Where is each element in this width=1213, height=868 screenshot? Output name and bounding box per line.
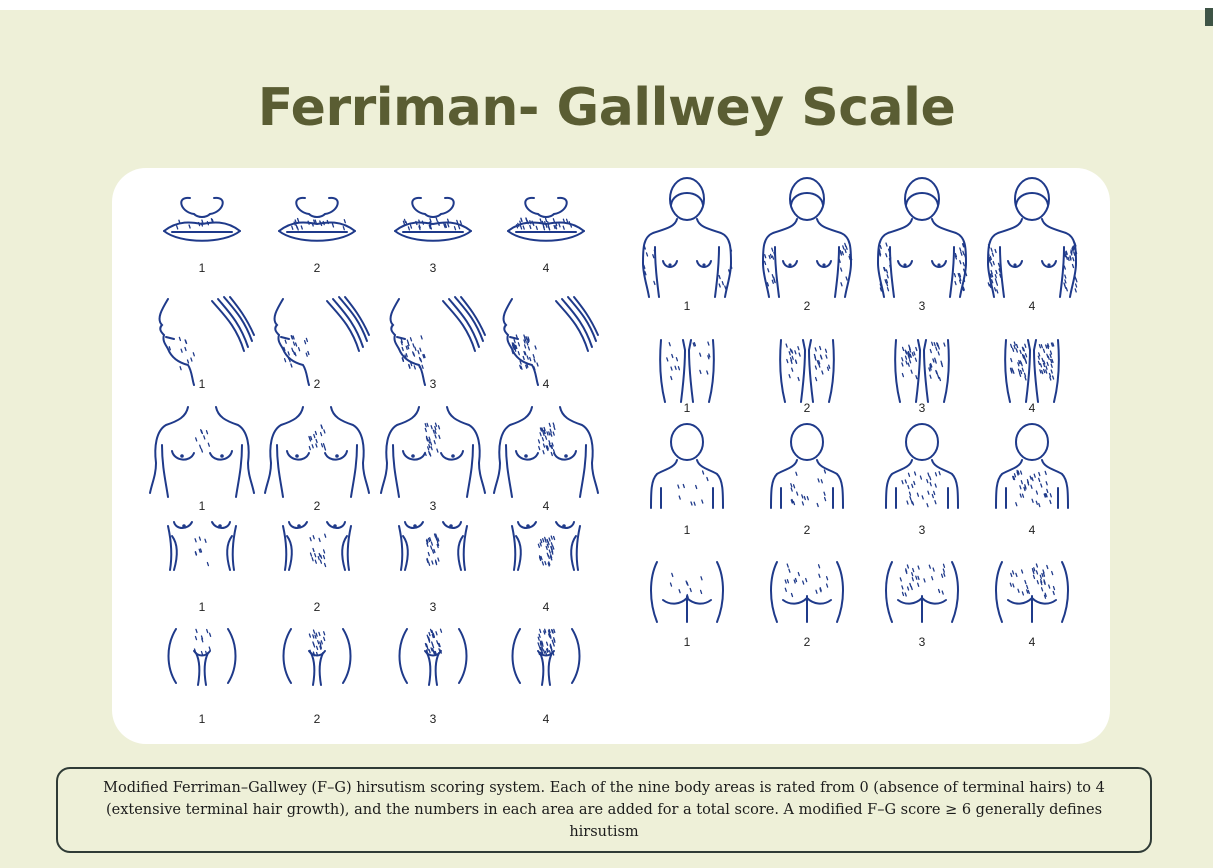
right-lower-back-figure [651,562,723,622]
right-thighs-figure [895,340,949,402]
left-chest-figure [494,407,598,497]
left-lower-abdomen-figure [513,629,580,685]
left-chin-score-label: 3 [430,377,437,391]
left-upper-abdomen-score-label: 1 [199,600,206,614]
left-upper-lip-score-label: 3 [430,261,437,275]
left-upper-abdomen-figure [512,522,580,570]
left-upper-abdomen-figure [283,522,351,570]
left-upper-lip-score-label: 4 [543,261,550,275]
right-thighs-figure [780,340,834,402]
right-upper-arms-score-label: 4 [1029,299,1036,313]
right-upper-arms-score-label: 2 [804,299,811,313]
left-chin-figure [275,297,369,385]
left-upper-abdomen-score-label: 2 [314,600,321,614]
right-lower-back-figure [886,562,958,622]
right-upper-back-score-label: 2 [804,523,811,537]
left-lower-abdomen-figure [284,629,351,685]
right-lower-back-figure [771,562,843,622]
right-thighs-score-label: 2 [804,401,811,415]
right-upper-back-figure [886,424,958,508]
right-upper-back-score-label: 4 [1029,523,1036,537]
left-chin-score-label: 2 [314,377,321,391]
left-upper-lip-figure [508,198,584,241]
left-lower-abdomen-figure [400,629,467,685]
right-upper-arms-score-label: 3 [919,299,926,313]
left-lower-abdomen-score-label: 3 [430,712,437,726]
right-lower-back-score-label: 1 [684,635,691,649]
left-upper-abdomen-figure [168,522,236,570]
left-chest-figure [150,407,254,497]
left-upper-lip-score-label: 1 [199,261,206,275]
left-lower-abdomen-figure [169,629,236,685]
right-lower-back-score-label: 2 [804,635,811,649]
right-lower-back-figure [996,562,1068,622]
left-chin-score-label: 1 [199,377,206,391]
left-chin-figure [160,297,254,385]
page-title: Ferriman- Gallwey Scale [0,78,1213,138]
right-thighs-figure [660,340,714,402]
right-upper-arms-figure [988,178,1077,297]
left-lower-abdomen-score-label: 2 [314,712,321,726]
right-upper-arms-score-label: 1 [684,299,691,313]
left-lower-abdomen-score-label: 1 [199,712,206,726]
left-chin-figure [504,297,598,385]
caption-box: Modified Ferriman–Gallwey (F–G) hirsutis… [56,767,1152,853]
right-upper-back-score-label: 3 [919,523,926,537]
right-upper-arms-figure [643,178,732,297]
right-upper-back-figure [771,424,843,508]
left-upper-abdomen-figure [399,522,467,570]
left-upper-lip-figure [279,198,355,241]
left-upper-lip-figure [164,198,240,241]
left-lower-abdomen-score-label: 4 [543,712,550,726]
right-upper-back-figure [651,424,723,508]
right-upper-arms-figure [878,178,967,297]
right-thighs-score-label: 1 [684,401,691,415]
scale-diagram-panel: 1 2 3 4 1 2 3 4 1 2 3 4 1 2 3 4 1 2 3 4 1 2 3 4 1 2 3 4 1 2 3 4 1 2 3 4 [112,168,1110,744]
right-thighs-score-label: 4 [1029,401,1036,415]
right-lower-back-score-label: 4 [1029,635,1036,649]
left-chest-figure [265,407,369,497]
left-chest-score-label: 2 [314,499,321,513]
corner-accent [1205,8,1213,26]
right-upper-back-figure [996,424,1068,508]
left-upper-abdomen-score-label: 3 [430,600,437,614]
left-chest-score-label: 3 [430,499,437,513]
right-upper-back-score-label: 1 [684,523,691,537]
right-lower-back-score-label: 3 [919,635,926,649]
right-thighs-score-label: 3 [919,401,926,415]
left-chin-figure [391,297,485,385]
left-upper-lip-figure [395,198,471,241]
left-chest-score-label: 4 [543,499,550,513]
caption-text: Modified Ferriman–Gallwey (F–G) hirsutis… [103,780,1105,840]
right-upper-arms-figure [763,178,852,297]
left-upper-abdomen-score-label: 4 [543,600,550,614]
scale-diagram: 1 2 3 4 1 2 3 4 1 2 3 4 1 2 3 4 1 2 3 4 1 2 3 4 1 2 3 4 1 2 3 4 1 2 3 4 [112,168,1110,744]
left-upper-lip-score-label: 2 [314,261,321,275]
left-chin-score-label: 4 [543,377,550,391]
left-chest-score-label: 1 [199,499,206,513]
right-thighs-figure [1005,340,1059,402]
left-chest-figure [381,407,485,497]
slide-top-edge [0,0,1213,10]
